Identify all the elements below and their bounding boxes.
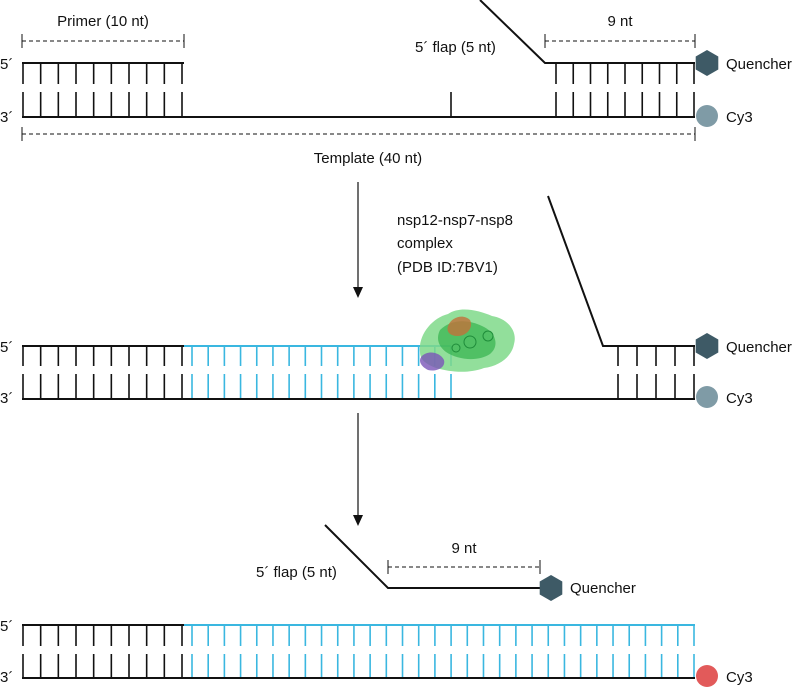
synthesized-basepairs [191,625,695,678]
five-prime-label: 5´ [0,339,13,356]
primer-basepairs [22,346,183,399]
five-prime-label: 5´ [0,56,13,73]
template-label: Template (40 nt) [314,150,422,167]
five-prime-label: 5´ [0,618,13,635]
quencher-icon [539,575,563,601]
panel-2-extension: nsp12-nsp7-nsp8 complex (PDB ID:7BV1) 5´… [0,195,792,408]
nt9-label: 9 nt [607,13,633,30]
three-prime-label: 3´ [0,109,13,126]
flap-label: 5´ flap (5 nt) [256,564,337,581]
flap-label: 5´ flap (5 nt) [415,39,496,56]
primer-label: Primer (10 nt) [57,13,149,30]
three-prime-label: 3´ [0,390,13,407]
synthesized-basepairs [191,346,452,399]
quencher-icon [695,50,719,76]
reporter-basepairs [617,346,695,399]
displaced-reporter-strand [324,524,540,589]
quencher-icon [695,333,719,359]
complex-label-line3: (PDB ID:7BV1) [397,259,498,276]
cy3-label: Cy3 [726,669,753,686]
complex-label-line2: complex [397,235,453,252]
panel-1-substrate: 5´ 3´ Primer (10 nt) 9 nt 5´ flap (5 nt)… [0,0,792,167]
cy3-icon [696,665,718,687]
nsp12-nsp7-nsp8-complex-icon [419,309,515,372]
quencher-label: Quencher [570,580,636,597]
complex-label-line1: nsp12-nsp7-nsp8 [397,212,513,229]
nt9-label: 9 nt [451,540,477,557]
primer-basepairs [22,63,183,117]
quencher-label: Quencher [726,56,792,73]
arrow-2-head [353,515,363,526]
panel-3-displacement: 5´ flap (5 nt) 9 nt Quencher 5´ 3´ Cy3 [0,524,753,687]
cy3-icon [696,386,718,408]
quencher-label: Quencher [726,339,792,356]
arrow-1-head [353,287,363,298]
cy3-label: Cy3 [726,390,753,407]
reporter-basepairs [555,63,695,117]
cy3-label: Cy3 [726,109,753,126]
cy3-icon [696,105,718,127]
flap-reporter-strand [479,0,695,64]
three-prime-label: 3´ [0,669,13,686]
primer-basepairs [22,625,183,678]
flap-reporter-strand [547,195,695,347]
